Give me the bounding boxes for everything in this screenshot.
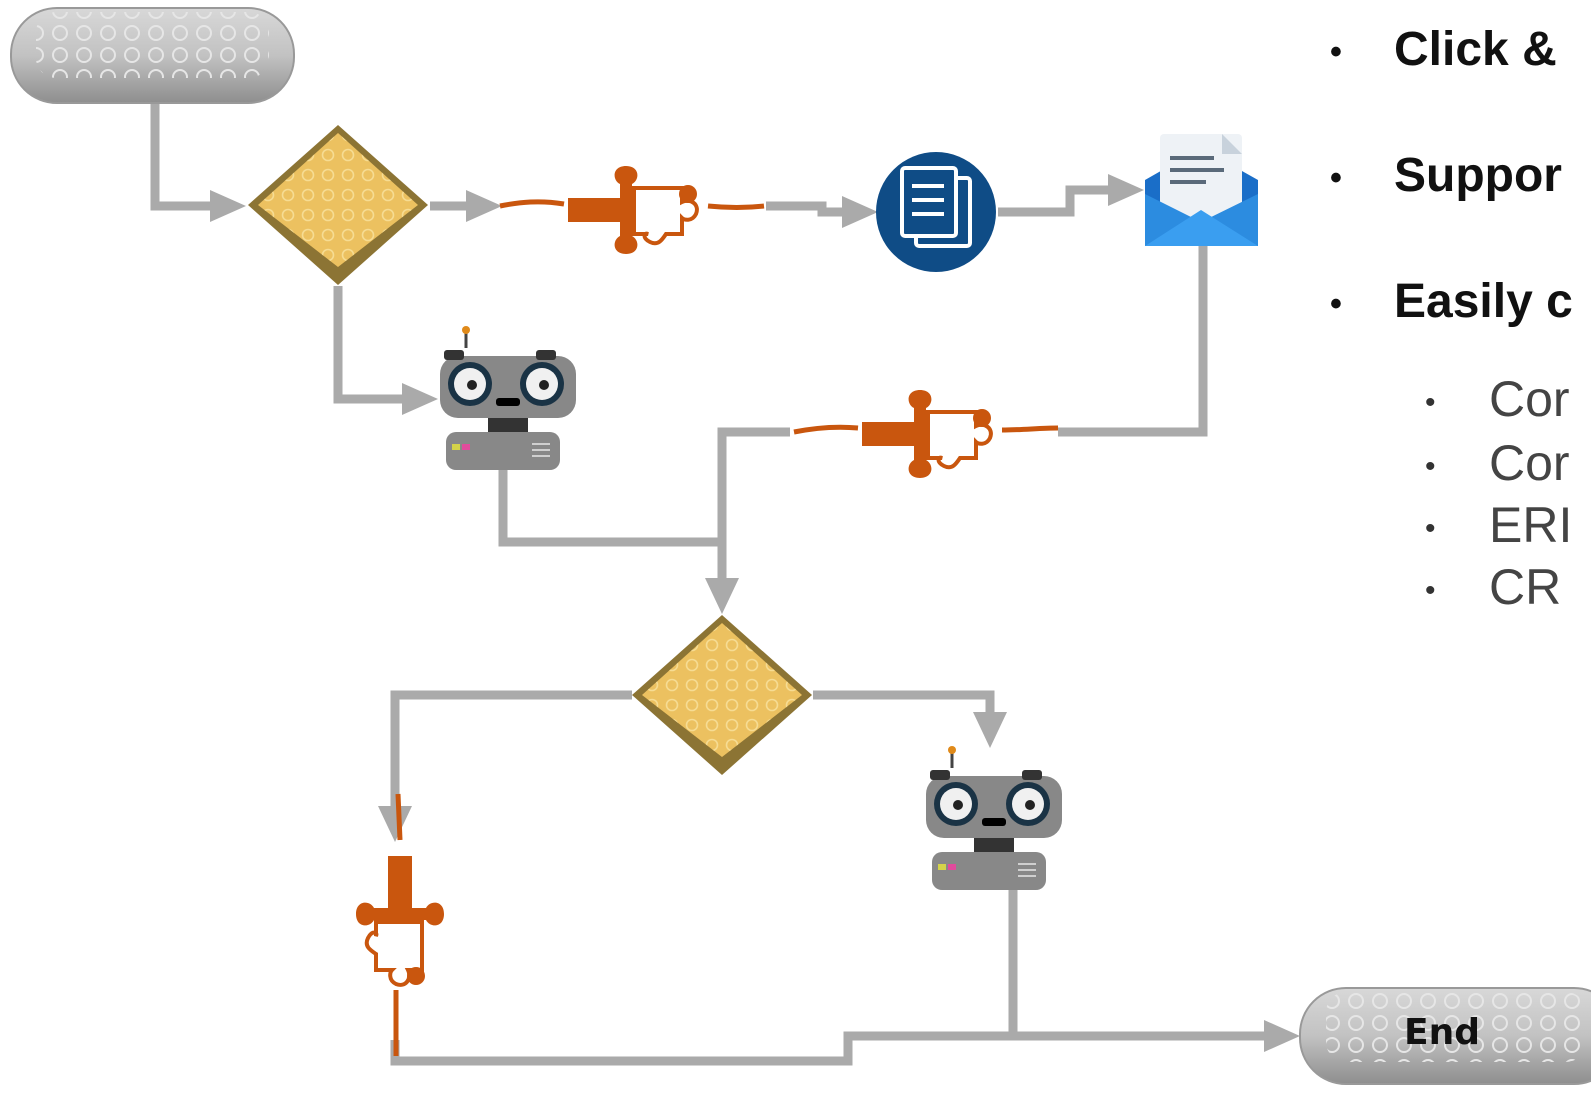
bullet-dot-icon: • — [1425, 385, 1436, 419]
connector-line — [390, 1031, 1268, 1066]
connector-line — [1058, 246, 1208, 437]
bullet-item: • Click & — [1330, 22, 1557, 77]
arrow-head-icon — [842, 196, 878, 228]
bullet-text: Suppor — [1394, 149, 1562, 202]
sub-bullet-text: Cor — [1489, 435, 1570, 491]
connector-line — [998, 185, 1110, 217]
arrow-head-icon — [402, 383, 438, 415]
feature-bullet-list: • Click & • Suppor • Easily c • Cor • Cor • ER… — [1330, 0, 1591, 1096]
bullet-text: Easily c — [1394, 275, 1573, 328]
puzzle-connector-icon — [499, 164, 765, 256]
arrow-head-icon — [378, 806, 412, 842]
connector-line — [813, 690, 995, 716]
bullet-item: • Suppor — [1330, 148, 1562, 203]
bullet-item: • Easily c — [1330, 274, 1573, 329]
arrow-head-icon — [705, 578, 739, 614]
connector-line — [333, 286, 404, 404]
connector-line — [717, 427, 790, 582]
arrow-head-icon — [1264, 1020, 1300, 1052]
bullet-dot-icon: • — [1425, 511, 1436, 545]
sub-bullet-item: • ERI — [1425, 496, 1572, 554]
sub-bullet-item: • Cor — [1425, 370, 1570, 428]
end-label: End — [1404, 1012, 1480, 1053]
start-terminator-icon — [10, 7, 295, 104]
diamond-decision-icon — [632, 615, 812, 775]
connector-line — [498, 470, 722, 547]
bullet-text: Click & — [1394, 23, 1557, 76]
bullet-dot-icon: • — [1425, 573, 1436, 607]
connector-line — [766, 201, 846, 217]
arrow-head-icon — [1108, 174, 1144, 206]
puzzle-connector-icon — [793, 388, 1059, 480]
sub-bullet-text: ERI — [1489, 497, 1573, 553]
sub-bullet-text: Cor — [1489, 371, 1570, 427]
bullet-dot-icon: • — [1425, 449, 1436, 483]
bullet-dot-icon: • — [1330, 32, 1342, 71]
email-envelope-icon — [1145, 134, 1258, 246]
arrow-heads — [210, 174, 1300, 1052]
sub-bullet-text: CR — [1489, 559, 1562, 615]
arrow-head-icon — [466, 190, 502, 222]
end-terminator-icon: End — [1299, 987, 1591, 1085]
puzzle-connector-icon — [354, 793, 446, 1056]
diamond-decision-icon — [248, 125, 428, 285]
green-robot-icon — [924, 744, 1064, 892]
bullet-dot-icon: • — [1330, 284, 1342, 323]
orange-robot-icon — [438, 324, 578, 472]
arrow-head-icon — [210, 190, 246, 222]
sub-bullet-item: • CR — [1425, 558, 1561, 616]
connector-line — [150, 102, 212, 211]
document-icon — [876, 152, 996, 272]
sub-bullet-item: • Cor — [1425, 434, 1570, 492]
arrow-head-icon — [973, 712, 1007, 748]
bullet-dot-icon: • — [1330, 158, 1342, 197]
connector-line — [390, 690, 632, 806]
